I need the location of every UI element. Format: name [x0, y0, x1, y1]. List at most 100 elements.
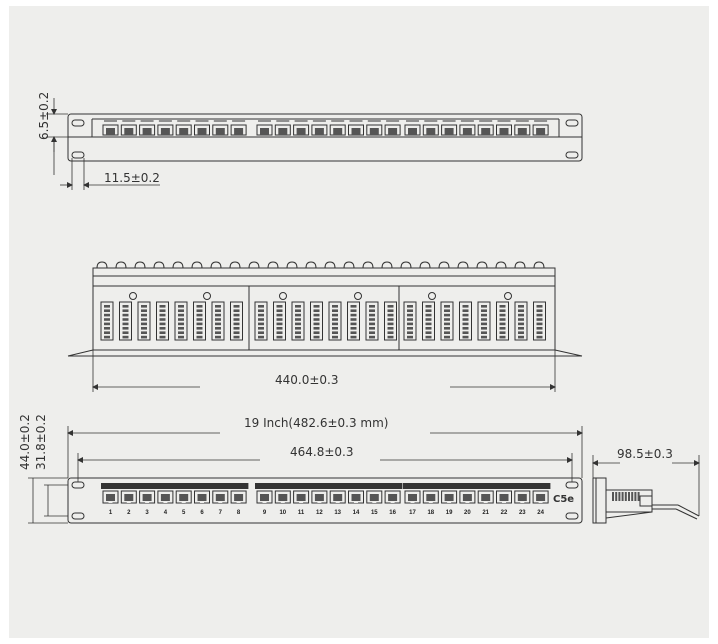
rj45-port	[293, 490, 310, 504]
idc-tooth	[618, 492, 621, 501]
front-mount-slot-right-lower	[565, 512, 579, 520]
comb-hook	[438, 261, 450, 269]
keystone-module	[311, 120, 328, 136]
front-mount-slot-right-upper	[565, 481, 579, 489]
port-number: 10	[279, 510, 286, 516]
rj45-port	[366, 490, 383, 504]
keystone-module	[477, 120, 494, 136]
punchdown-block	[254, 301, 268, 341]
comb-hook	[172, 261, 184, 269]
front-label-strips	[101, 483, 551, 489]
top-offset-dimension: 11.5±0.2	[104, 171, 160, 185]
rj45-port	[404, 490, 421, 504]
comb-hook	[476, 261, 488, 269]
keystone-module	[441, 120, 458, 136]
comb-hook	[514, 261, 526, 269]
top-height-dimension: 6.5±0.2	[37, 92, 51, 140]
comb-hook	[229, 261, 241, 269]
top-mount-slot-left-upper	[71, 119, 85, 127]
punchdown-block	[156, 301, 169, 341]
port-number: 8	[237, 510, 241, 516]
keystone-module	[120, 120, 137, 136]
idc-tooth	[634, 492, 637, 501]
top-mount-slot-left-lower	[71, 151, 85, 159]
comb-hook	[533, 261, 545, 269]
port-number: 12	[316, 510, 323, 516]
comb-hook	[96, 261, 108, 269]
keystone-module	[366, 120, 383, 136]
keystone-module	[384, 120, 401, 136]
punchdown-block	[403, 301, 417, 341]
side-dimensions	[592, 455, 700, 516]
front-hole-span-dimension: 464.8±0.3	[290, 445, 354, 459]
rj45-port	[441, 490, 458, 504]
port-number: 1	[109, 510, 113, 516]
front-dimensions	[28, 426, 583, 524]
rj45-port	[532, 490, 549, 504]
idc-tooth	[624, 492, 627, 501]
side-view	[592, 477, 700, 524]
keystone-module	[256, 120, 273, 136]
keystone-module	[157, 120, 174, 136]
idc-tooth	[628, 492, 630, 501]
port-number: 18	[427, 510, 434, 516]
top-view	[67, 113, 583, 162]
port-number: 14	[353, 510, 360, 516]
rj45-port	[102, 490, 119, 504]
front-rj45-ports	[102, 490, 549, 504]
keystone-module	[102, 120, 119, 136]
screw-icon	[279, 292, 287, 300]
rj45-port	[514, 490, 531, 504]
rj45-port	[384, 490, 401, 504]
keystone-module	[194, 120, 210, 136]
idc-tooth	[621, 492, 624, 501]
punchdown-block	[533, 301, 546, 341]
keystone-module	[404, 120, 421, 136]
idc-tooth	[637, 492, 640, 501]
comb-hook	[324, 261, 336, 269]
punchdown-block	[514, 301, 528, 341]
comb-hook	[343, 261, 355, 269]
keystone-module	[496, 120, 512, 136]
port-number: 11	[298, 510, 305, 516]
top-mount-slot-right-upper	[565, 119, 579, 127]
port-number: 13	[334, 510, 341, 516]
rj45-port	[139, 490, 156, 504]
comb-hook	[495, 261, 507, 269]
idc-tooth	[631, 492, 634, 501]
port-number: 17	[409, 510, 416, 516]
port-number: 22	[501, 510, 508, 516]
punchdown-block	[440, 301, 454, 341]
keystone-module	[459, 120, 476, 136]
keystone-module	[139, 120, 156, 136]
rj45-port	[120, 490, 137, 504]
screw-icon	[504, 292, 512, 300]
category-label: C5e	[553, 494, 574, 505]
front-total-height-dimension: 44.0±0.2	[18, 414, 32, 470]
side-idc-teeth	[612, 492, 640, 501]
keystone-module	[230, 120, 247, 136]
rj45-port	[175, 490, 192, 504]
front-mount-slot-left-lower	[71, 512, 85, 520]
port-number: 16	[389, 510, 396, 516]
keystone-module	[212, 120, 229, 136]
comb-hook	[457, 261, 469, 269]
keystone-module	[293, 120, 310, 136]
comb-hook	[267, 261, 279, 269]
punchdown-block	[174, 301, 188, 341]
punchdown-block	[328, 301, 342, 341]
punchdown-block	[477, 301, 491, 341]
top-dimensions	[46, 98, 160, 190]
screw-icon	[129, 292, 137, 300]
punchdown-block	[193, 301, 206, 341]
screw-icon	[354, 292, 362, 300]
comb-hook	[153, 261, 165, 269]
port-number: 21	[482, 510, 489, 516]
rear-frame	[92, 267, 556, 351]
rj45-port	[256, 490, 273, 504]
label-strip	[101, 483, 249, 489]
punchdown-block	[422, 301, 435, 341]
top-mount-slot-right-lower	[565, 151, 579, 159]
front-mount-slot-left-upper	[71, 481, 85, 489]
